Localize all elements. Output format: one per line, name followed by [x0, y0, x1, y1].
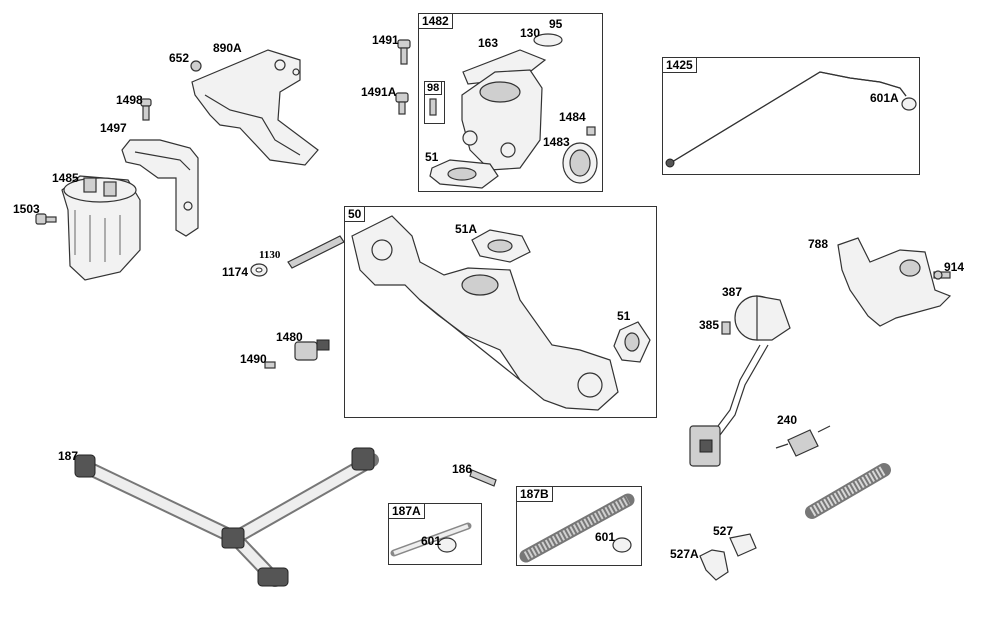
label-652: 652 [169, 51, 190, 65]
spring-98 [429, 98, 437, 116]
label-1498: 1498 [116, 93, 143, 107]
label-1130: 1130 [259, 249, 281, 261]
canister-1485 [61, 175, 141, 281]
label-788: 788 [808, 237, 829, 251]
label-601-187a: 601 [421, 534, 442, 548]
bracket-890a [191, 49, 319, 166]
fitting-186 [469, 469, 497, 487]
box-98-tag: 98 [424, 81, 443, 95]
label-1480: 1480 [276, 330, 303, 344]
tube-187b [519, 493, 635, 563]
bolt-1491 [397, 39, 411, 65]
label-385: 385 [699, 318, 720, 332]
box-98: 98 [424, 81, 445, 124]
sensor-1483 [562, 142, 598, 184]
label-95: 95 [549, 17, 563, 31]
box-187a-tag: 187A [388, 503, 425, 519]
bracket-1497 [121, 139, 199, 237]
label-130: 130 [520, 26, 541, 40]
label-240: 240 [777, 413, 798, 427]
label-1491a: 1491A [361, 85, 397, 99]
tube-187a [390, 522, 472, 557]
label-1485: 1485 [52, 171, 79, 185]
label-1484: 1484 [559, 110, 586, 124]
label-527: 527 [713, 524, 734, 538]
label-1490: 1490 [240, 352, 267, 366]
nut-652 [190, 60, 202, 72]
fuel-pump-387 [689, 295, 791, 467]
box-1482: 1482 [418, 13, 603, 192]
clamp-601a [901, 97, 917, 111]
label-601-187b: 601 [595, 530, 616, 544]
hose-187 [74, 447, 379, 587]
gasket-51a [471, 229, 531, 263]
screw-385 [721, 321, 731, 335]
throttle-body [461, 69, 543, 171]
box-50-tag: 50 [344, 206, 366, 222]
clip-527 [729, 533, 757, 557]
label-163: 163 [478, 36, 499, 50]
label-1491: 1491 [372, 33, 399, 47]
clamp-601-187a [437, 537, 457, 553]
intake-manifold-50 [351, 215, 619, 411]
box-1482-tag: 1482 [418, 13, 453, 29]
label-186: 186 [452, 462, 473, 476]
label-527a: 527A [670, 547, 699, 561]
label-890a: 890A [213, 41, 242, 55]
label-51a: 51A [455, 222, 478, 236]
screw-1498 [140, 98, 152, 121]
fitting-1480 [294, 339, 330, 361]
label-1174: 1174 [222, 265, 249, 279]
label-601a: 601A [870, 91, 899, 105]
screw-1503 [35, 213, 57, 225]
gasket-51-manifold [613, 321, 651, 363]
tube-1425 [665, 71, 907, 168]
gasket-51 [429, 159, 499, 189]
label-51-throttle: 51 [425, 150, 439, 164]
label-1503: 1503 [13, 202, 40, 216]
gasket-130 [533, 33, 563, 47]
box-50: 50 [344, 206, 657, 418]
box-1425-tag: 1425 [662, 57, 697, 73]
stud-1130 [287, 235, 345, 269]
label-187: 187 [58, 449, 79, 463]
label-914: 914 [944, 260, 965, 274]
clip-527a [699, 549, 729, 581]
box-1425: 1425 [662, 57, 920, 175]
ring-1174 [250, 263, 268, 277]
bracket-788 [837, 237, 952, 327]
corrugated-hose [805, 463, 891, 519]
screw-1490 [264, 361, 276, 369]
box-187b: 187B [516, 486, 642, 566]
label-51-manifold: 51 [617, 309, 631, 323]
clamp-601-187b [612, 537, 632, 553]
label-387: 387 [722, 285, 743, 299]
label-1497: 1497 [100, 121, 127, 135]
box-187b-tag: 187B [516, 486, 553, 502]
box-187a: 187A [388, 503, 482, 565]
filter-240 [775, 425, 831, 457]
bolt-1491a [395, 92, 409, 115]
bolt-914 [933, 270, 951, 280]
label-1483: 1483 [543, 135, 570, 149]
screw-1484 [586, 126, 596, 136]
